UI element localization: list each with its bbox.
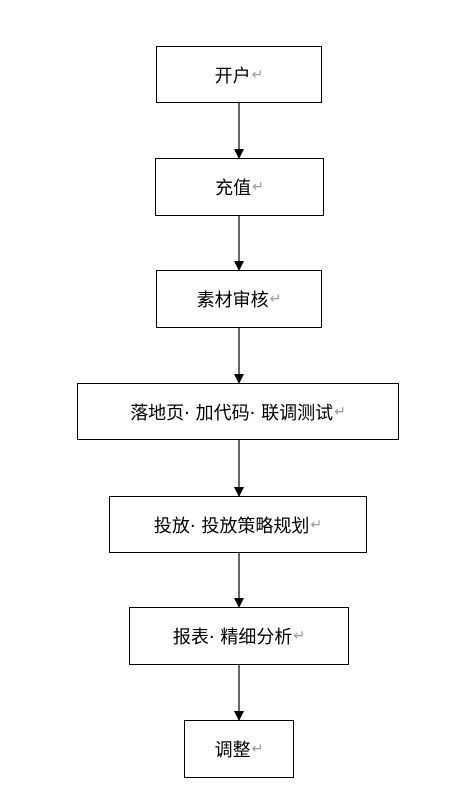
step-label: 调整 (214, 740, 251, 761)
paragraph-mark-icon: ↵ (269, 291, 282, 307)
step-label: 报表· 精细分析 (172, 627, 293, 648)
paragraph-mark-icon: ↵ (334, 403, 346, 420)
paragraph-mark-icon: ↵ (251, 66, 264, 83)
paragraph-mark-icon: ↵ (252, 179, 264, 195)
step-recharge: 充值↵ (155, 158, 324, 216)
step-ad-placement: 投放· 投放策略规划↵ (109, 496, 367, 553)
step-material-review: 素材审核↵ (156, 270, 322, 328)
step-landing-page-setup: 落地页· 加代码· 联调测试↵ (77, 383, 399, 440)
step-adjust: 调整↵ (184, 720, 294, 778)
step-open-account: 开户↵ (156, 46, 322, 103)
step-label: 充值 (215, 178, 252, 199)
step-label: 开户 (214, 65, 251, 87)
step-label: 素材审核 (196, 290, 269, 311)
step-label: 落地页· 加代码· 联调测试 (130, 402, 334, 424)
paragraph-mark-icon: ↵ (310, 516, 323, 533)
step-label: 投放· 投放策略规划 (153, 515, 310, 537)
paragraph-mark-icon: ↵ (251, 741, 264, 757)
paragraph-mark-icon: ↵ (293, 628, 306, 644)
step-report-analysis: 报表· 精细分析↵ (129, 607, 349, 665)
